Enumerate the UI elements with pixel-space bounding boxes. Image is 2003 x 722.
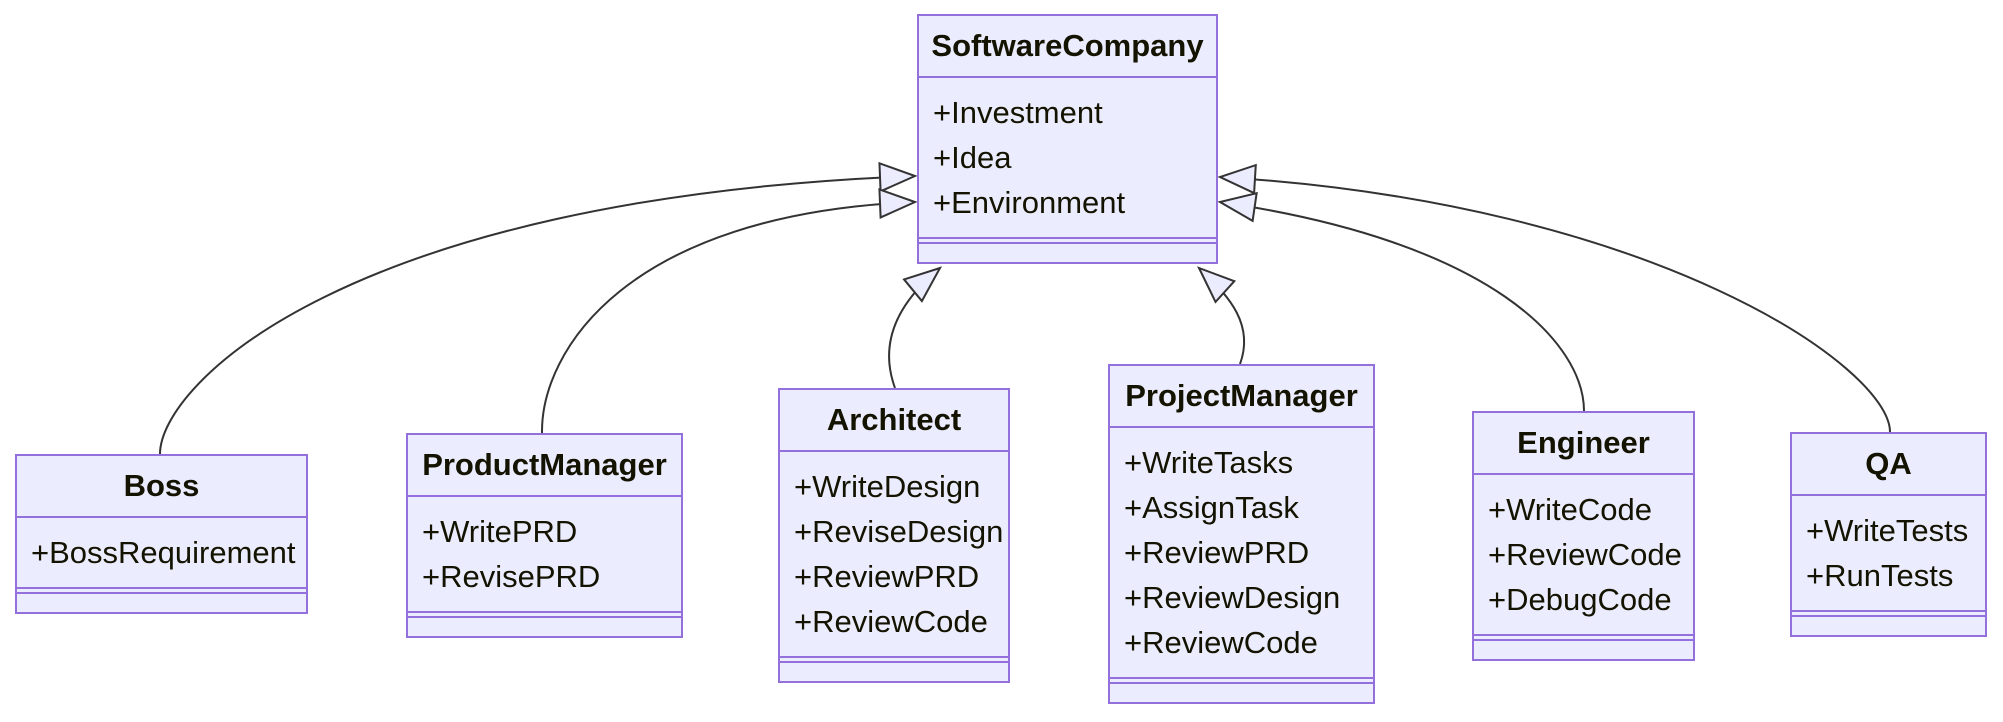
class-attribute: +BossRequirement: [31, 535, 296, 570]
class-attributes: +WritePRD +RevisePRD: [408, 497, 681, 611]
class-attributes: +WriteTests +RunTests: [1792, 496, 1985, 610]
class-attribute: +RevisePRD: [422, 559, 601, 594]
class-methods-empty: [1110, 684, 1373, 702]
class-node-projectmanager: ProjectManager +WriteTasks +AssignTask +…: [1108, 364, 1375, 704]
class-attribute: +ReviseDesign: [794, 514, 1004, 549]
class-attribute: +Environment: [933, 185, 1126, 220]
class-attribute: +WriteCode: [1488, 492, 1652, 527]
class-methods-empty: [1474, 641, 1693, 659]
class-methods-empty: [1792, 617, 1985, 635]
class-attribute: +WritePRD: [422, 514, 578, 549]
class-attribute: +AssignTask: [1124, 490, 1299, 525]
class-node-architect: Architect +WriteDesign +ReviseDesign +Re…: [778, 388, 1010, 683]
class-title: Boss: [17, 456, 306, 518]
class-attribute: +RunTests: [1806, 558, 1954, 593]
class-node-engineer: Engineer +WriteCode +ReviewCode +DebugCo…: [1472, 411, 1695, 661]
class-title: Engineer: [1474, 413, 1693, 475]
class-methods-empty: [780, 663, 1008, 681]
class-node-productmanager: ProductManager +WritePRD +RevisePRD: [406, 433, 683, 638]
class-methods-empty: [17, 594, 306, 612]
class-title: QA: [1792, 434, 1985, 496]
class-methods-empty: [408, 618, 681, 636]
section-divider: [780, 656, 1008, 663]
class-attributes: +WriteDesign +ReviseDesign +ReviewPRD +R…: [780, 452, 1008, 656]
section-divider: [1474, 634, 1693, 641]
class-attribute: +ReviewCode: [1488, 537, 1682, 572]
class-attribute: +WriteDesign: [794, 469, 981, 504]
section-divider: [408, 611, 681, 618]
class-title: SoftwareCompany: [919, 16, 1216, 78]
class-attributes: +WriteTasks +AssignTask +ReviewPRD +Revi…: [1110, 428, 1373, 677]
edge-architect-to-softwarecompany: [888, 266, 943, 389]
class-attribute: +WriteTests: [1806, 513, 1969, 548]
class-node-boss: Boss +BossRequirement: [15, 454, 308, 614]
section-divider: [17, 587, 306, 594]
class-title: Architect: [780, 390, 1008, 452]
class-attribute: +ReviewPRD: [794, 559, 980, 594]
class-attributes: +BossRequirement: [17, 518, 306, 587]
class-node-softwarecompany: SoftwareCompany +Investment +Idea +Envir…: [917, 14, 1218, 264]
class-attributes: +WriteCode +ReviewCode +DebugCode: [1474, 475, 1693, 634]
class-attribute: +ReviewCode: [1124, 625, 1318, 660]
class-attribute: +ReviewCode: [794, 604, 988, 639]
class-attribute: +ReviewDesign: [1124, 580, 1341, 615]
class-node-qa: QA +WriteTests +RunTests: [1790, 432, 1987, 637]
class-attributes: +Investment +Idea +Environment: [919, 78, 1216, 237]
class-attribute: +WriteTasks: [1124, 445, 1294, 480]
section-divider: [919, 237, 1216, 244]
section-divider: [1110, 677, 1373, 684]
class-attribute: +Idea: [933, 140, 1012, 175]
class-attribute: +Investment: [933, 95, 1103, 130]
class-methods-empty: [919, 244, 1216, 262]
edge-projectmanager-to-softwarecompany: [1197, 266, 1246, 365]
section-divider: [1792, 610, 1985, 617]
class-title: ProjectManager: [1110, 366, 1373, 428]
class-attribute: +ReviewPRD: [1124, 535, 1310, 570]
class-title: ProductManager: [408, 435, 681, 497]
class-attribute: +DebugCode: [1488, 582, 1672, 617]
